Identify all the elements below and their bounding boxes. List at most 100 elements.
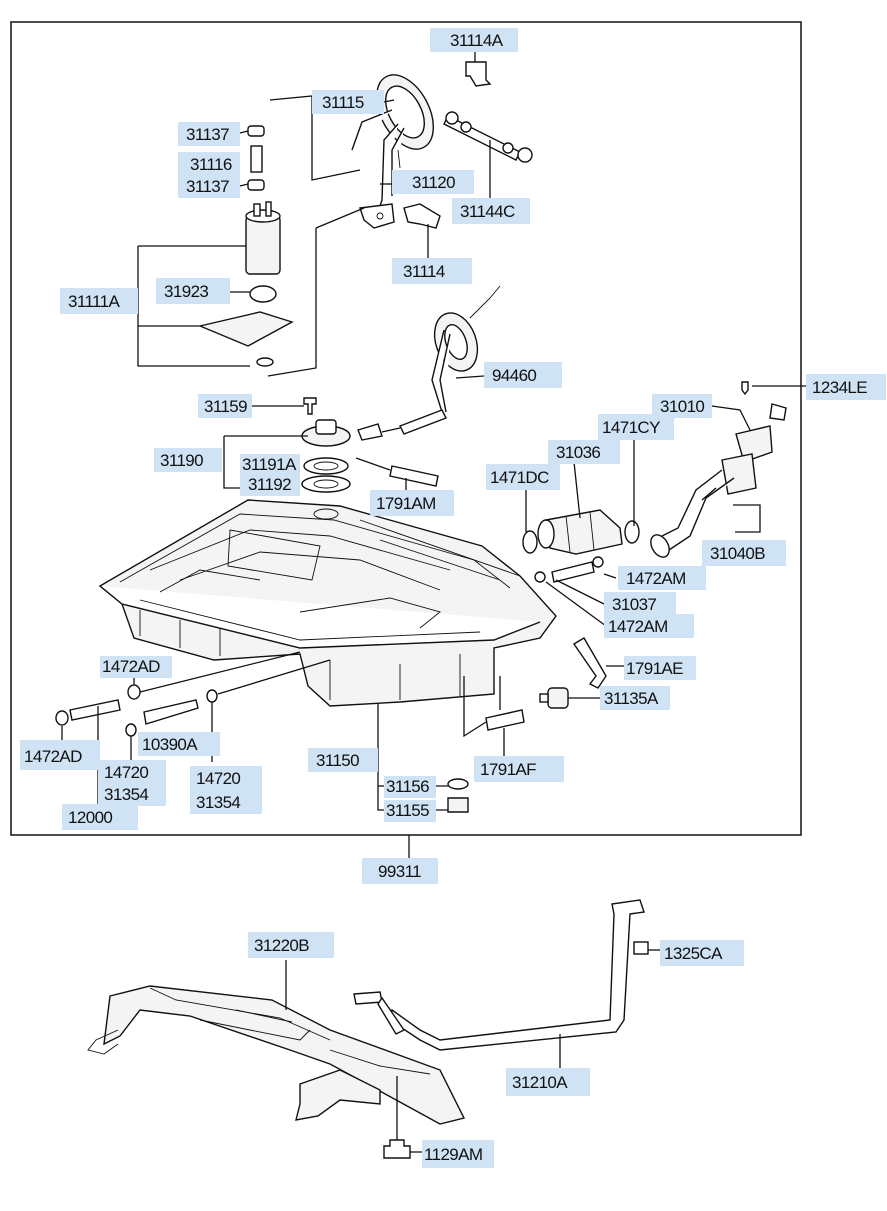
label-1471CY: 1471CY [598,414,674,440]
level-sender-94460-drawing [357,285,501,441]
svg-text:31220B: 31220B [254,936,309,955]
svg-text:1472AM: 1472AM [608,617,668,636]
svg-text:31354: 31354 [196,793,240,812]
svg-text:31111A: 31111A [68,292,120,311]
washer-31156-drawing [447,778,469,790]
label-31923: 31923 [156,278,230,304]
svg-text:31137: 31137 [186,125,229,144]
label-31120: 31120 [392,170,474,194]
label-1129AM: 1129AM [422,1140,494,1168]
fuel-sender-31115-drawing [351,74,435,229]
gasket-31192-drawing [301,475,351,493]
label-94460: 94460 [484,362,562,388]
fuel-tank-31150-drawing [98,499,557,707]
svg-text:1471CY: 1471CY [602,418,660,437]
label-1472AD-lower: 1472AD [20,740,100,770]
svg-text:99311: 99311 [378,862,421,881]
hose-1791AM-drawing [389,465,439,487]
svg-text:31040B: 31040B [710,544,765,563]
filter-31137-drawing [247,125,265,137]
clamp-14720-right-drawing [206,689,218,703]
label-31137-lower: 31137 [178,176,240,198]
hose-10390A-drawing [143,699,199,725]
label-31036: 31036 [548,440,620,464]
strainer-drawing [197,311,294,347]
label-31114A: 31114A [430,28,518,52]
label-31210A: 31210A [506,1068,590,1096]
svg-text:1129AM: 1129AM [424,1145,482,1164]
label-31137-upper: 31137 [178,122,240,146]
svg-text:31010: 31010 [660,397,704,416]
label-31192: 31192 [240,474,300,496]
fuel-pump-drawing [245,201,281,275]
valve-31135A-drawing [539,687,569,709]
label-31135A: 31135A [600,686,670,710]
label-31111A: 31111A [60,288,138,314]
label-1791AF: 1791AF [474,756,564,782]
svg-text:31192: 31192 [248,475,291,494]
label-1234LE: 1234LE [806,374,886,400]
label-31144C: 31144C [452,198,530,224]
filler-neck-assembly-drawing [522,381,787,583]
svg-text:31923: 31923 [164,282,208,301]
svg-text:31135A: 31135A [604,689,659,708]
svg-text:31116: 31116 [190,155,232,174]
svg-text:14720: 14720 [196,769,240,788]
svg-text:31191A: 31191A [242,455,297,474]
assembly-frame [10,21,802,836]
svg-text:31144C: 31144C [460,202,515,221]
label-1325CA: 1325CA [660,940,744,966]
label-31354-right: 31354 [190,790,262,814]
label-1471DC: 1471DC [486,464,560,490]
label-31150: 31150 [308,748,378,772]
svg-text:31114: 31114 [403,262,445,281]
bolt-31159-drawing [303,397,317,415]
connector-31114-drawing [403,203,441,229]
svg-text:1325CA: 1325CA [664,944,723,963]
label-1472AD-upper: 1472AD [100,656,172,678]
svg-text:1471DC: 1471DC [490,468,549,487]
clamp-14720-left-drawing [125,723,137,737]
svg-text:31156: 31156 [386,777,429,796]
label-14720-right: 14720 [190,766,262,790]
label-31156: 31156 [384,776,436,798]
label-31190: 31190 [154,448,222,472]
pipe-31116-drawing [250,145,263,173]
svg-text:94460: 94460 [492,366,536,385]
label-31114: 31114 [392,258,472,284]
label-31116: 31116 [178,152,240,176]
label-99311: 99311 [362,858,438,884]
svg-text:1791AE: 1791AE [626,659,683,678]
label-31220B: 31220B [248,932,334,958]
label-12000: 12000 [62,804,138,830]
svg-text:1234LE: 1234LE [812,378,867,397]
svg-text:1472AD: 1472AD [24,747,82,766]
svg-text:31159: 31159 [204,397,247,416]
svg-text:31037: 31037 [612,595,656,614]
label-1472AM-lower: 1472AM [604,614,694,638]
svg-text:12000: 12000 [68,808,112,827]
gasket-31191A-drawing [303,457,349,475]
label-1472AM-upper: 1472AM [618,566,706,590]
cross-member-31220B-drawing [87,985,466,1125]
bracket-31114A-drawing [465,52,492,87]
svg-text:31190: 31190 [160,451,203,470]
filter-31137-lower-drawing [247,179,265,191]
svg-text:31115: 31115 [322,93,364,112]
svg-text:1791AM: 1791AM [376,494,436,513]
svg-text:31150: 31150 [316,751,359,770]
clamp-1472AD-lower-drawing [55,710,69,726]
label-31159: 31159 [198,394,252,418]
svg-text:31137: 31137 [186,177,229,196]
clamp-1472AD-upper-drawing [127,684,141,700]
svg-text:31155: 31155 [386,801,429,820]
svg-text:14720: 14720 [104,763,148,782]
label-10390A: 10390A [138,732,220,756]
label-31155: 31155 [384,800,436,822]
bolt-1129AM-drawing [383,1139,411,1159]
strap-31210A-drawing [353,899,649,1051]
label-1791AM: 1791AM [370,490,454,516]
hose-1791AF-drawing [485,709,525,731]
svg-text:1472AD: 1472AD [102,657,160,676]
